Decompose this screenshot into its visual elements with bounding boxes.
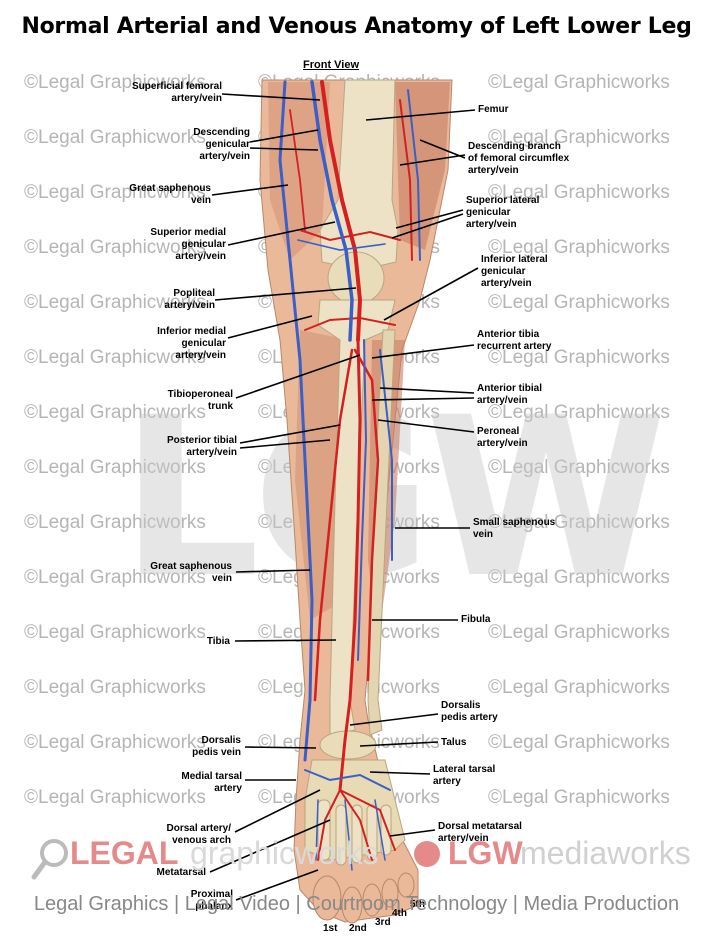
watermark-text: ©Legal Graphicworks <box>24 402 206 423</box>
veins <box>278 80 421 871</box>
brand-bar: LEGAL graphicworks LGW mediaworks <box>20 835 700 880</box>
watermark-text: ©Legal Graphicworks <box>488 182 670 203</box>
brand-graphicworks: graphicworks <box>190 835 379 871</box>
watermark-text: ©Legal Graphicworks <box>488 512 670 533</box>
toes <box>312 872 415 924</box>
watermark-text: ©Legal Graphicworks <box>488 292 670 313</box>
watermark-text: ©Legal Graphicworks <box>488 732 670 753</box>
label-talus: Talus <box>441 737 467 748</box>
watermark-text: ©Legal Graphicworks <box>24 182 206 203</box>
watermark-text: ©Legal Graphicworks <box>488 622 670 643</box>
lateral-thigh-muscle <box>395 82 450 250</box>
watermark-text: ©Legal Graphicworks <box>24 787 206 808</box>
toe-label-1st: 1st <box>323 923 338 934</box>
page-title: Normal Arterial and Venous Anatomy of Le… <box>21 14 692 39</box>
watermark-text: ©Legal Graphicworks <box>488 127 670 148</box>
toe-label-3rd: 3rd <box>375 917 391 928</box>
watermark-text: ©Legal Graphicworks <box>488 567 670 588</box>
watermark-text: ©Legal Graphicworks <box>488 72 670 93</box>
label-dorsal-venous-arch: Dorsal artery/venous arch <box>166 823 231 846</box>
arteries <box>289 80 413 861</box>
toe-label-2nd: 2nd <box>349 923 367 934</box>
watermark-text: ©Legal Graphicworks <box>488 237 670 258</box>
watermark-text: ©Legal Graphicworks <box>488 402 670 423</box>
watermark-text: ©Legal Graphicworks <box>24 622 206 643</box>
toe-label-4th: 4th <box>392 908 407 919</box>
watermark-text: ©Legal Graphicworks <box>488 347 670 368</box>
tagline: Legal Graphics | Legal Video | Courtroom… <box>33 893 680 915</box>
watermark-text: ©Legal Graphicworks <box>488 787 670 808</box>
label-metatarsal: Metatarsal <box>156 867 206 878</box>
brand-legal: LEGAL <box>70 835 179 871</box>
brand-lgw: LGW <box>448 835 523 871</box>
watermark-text: ©Legal Graphicworks <box>24 237 206 258</box>
brand-mediaworks: mediaworks <box>520 835 691 871</box>
watermark-text: ©Legal Graphicworks <box>24 732 206 753</box>
watermark-text: ©Legal Graphicworks <box>488 457 670 478</box>
label-femur: Femur <box>478 104 509 115</box>
leader-lines <box>209 93 479 901</box>
watermark-text: ©Legal Graphicworks <box>488 677 670 698</box>
watermark-text: ©Legal Graphicworks <box>24 512 206 533</box>
toe-label-5th: 5th <box>410 899 425 910</box>
magnifier-icon <box>31 839 68 880</box>
view-label: Front View <box>303 59 360 71</box>
watermark-text: ©Legal Graphicworks <box>24 347 206 368</box>
lgw-logo-icon <box>414 841 440 867</box>
watermark-text: ©Legal Graphicworks <box>24 127 206 148</box>
watermark-text: ©Legal Graphicworks <box>24 677 206 698</box>
watermark-text: ©Legal Graphicworks <box>24 457 206 478</box>
watermark-text: ©Legal Graphicworks <box>24 72 206 93</box>
watermark-text: ©Legal Graphicworks <box>24 567 206 588</box>
watermark-text: ©Legal Graphicworks <box>24 292 206 313</box>
label-fibula: Fibula <box>461 614 491 625</box>
label-tibia: Tibia <box>206 636 230 647</box>
